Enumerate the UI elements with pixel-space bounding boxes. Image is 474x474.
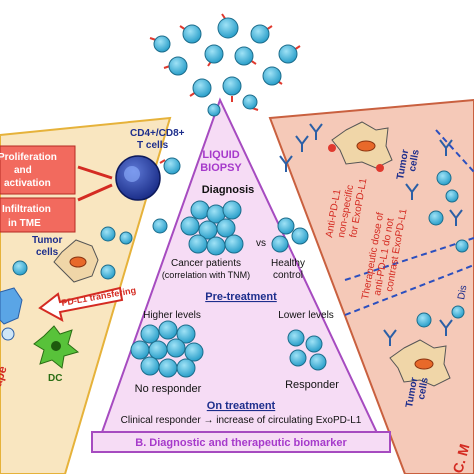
tumor-cells-right2-line1: Tumor: [404, 377, 420, 409]
correlation-label: (correlation with TNM): [162, 270, 250, 280]
dendritic-cell: [33, 325, 80, 369]
infiltration-box: Infiltration in TME: [0, 197, 76, 233]
tumor-cells-left-line1: Tumor: [32, 235, 62, 246]
right-section-label: C. M: [449, 442, 472, 474]
responder-label: Responder: [285, 379, 339, 391]
proliferation-box: Proliferation and activation: [0, 145, 76, 195]
lower-levels-label: Lower levels: [278, 310, 334, 321]
vs-label: vs: [256, 238, 266, 249]
liquid-biopsy-line2: BIOPSY: [200, 162, 242, 174]
lower-exosome-cluster: [287, 329, 327, 371]
cancer-exosome-cluster: [180, 200, 244, 256]
divider-line-2: [344, 237, 474, 281]
tumor-cell-right-bottom: [389, 339, 451, 387]
infiltration-line1: Infiltration: [2, 204, 51, 215]
diagnosis-heading: Diagnosis: [202, 184, 255, 196]
clinical-responder-text: Clinical responder → increase of circula…: [121, 415, 362, 426]
tumor-cells-right2-line2: cells: [416, 376, 431, 400]
liquid-biopsy-line1: LIQUID: [202, 149, 239, 161]
divider-line-3: [344, 264, 474, 316]
dis-fragment: Dis: [456, 284, 469, 300]
inhibition-line-2: [77, 183, 113, 202]
t-cell: [115, 155, 161, 201]
top-exosome-cloud: [149, 13, 301, 117]
healthy-line2: control: [273, 270, 303, 281]
on-treatment-heading: On treatment: [207, 400, 276, 412]
tumor-cells-right-line2: cells: [407, 148, 422, 172]
healthy-exosome-cluster: [271, 217, 309, 253]
left-panel: CD4+/CD8+ T cells Proliferation and acti…: [0, 116, 185, 474]
tumor-cell-right-top: [328, 121, 393, 172]
tumor-cells-left-line2: cells: [36, 247, 59, 258]
tumor-cells-right-line1: Tumor: [395, 149, 411, 181]
right-panel: Tumor cells Anti-PD-L1 non-specific for …: [268, 98, 474, 474]
proliferation-line1: Proliferation: [0, 152, 57, 163]
antibody-group: [279, 123, 463, 368]
cd-label-line1: CD4+/CD8+: [130, 128, 185, 139]
dc-label: DC: [48, 373, 62, 384]
center-panel: LIQUID BIOPSY Diagnosis vs Cancer patien…: [91, 97, 391, 453]
t-cell-exosome: [159, 157, 181, 175]
right-exosome-group: [416, 170, 469, 328]
left-exosome-group: [12, 218, 168, 280]
infiltration-line2: in TME: [8, 218, 41, 229]
inhibition-line-1: [77, 165, 113, 180]
cd-label-line2: T cells: [137, 140, 169, 151]
pre-treatment-heading: Pre-treatment: [205, 291, 277, 303]
cancer-patients-label: Cancer patients: [171, 258, 241, 269]
higher-exosome-cluster: [130, 320, 204, 378]
proliferation-line2: and: [14, 165, 32, 176]
no-responder-label: No responder: [135, 383, 202, 395]
tumor-cell-left: [53, 239, 99, 283]
higher-levels-label: Higher levels: [143, 310, 201, 321]
proliferation-line3: activation: [4, 178, 51, 189]
center-section-label: B. Diagnostic and therapeutic biomarker: [135, 437, 347, 449]
center-bottom-band: [91, 431, 391, 453]
blue-cell-left: [0, 287, 23, 341]
healthy-line1: Healthy: [271, 258, 305, 269]
